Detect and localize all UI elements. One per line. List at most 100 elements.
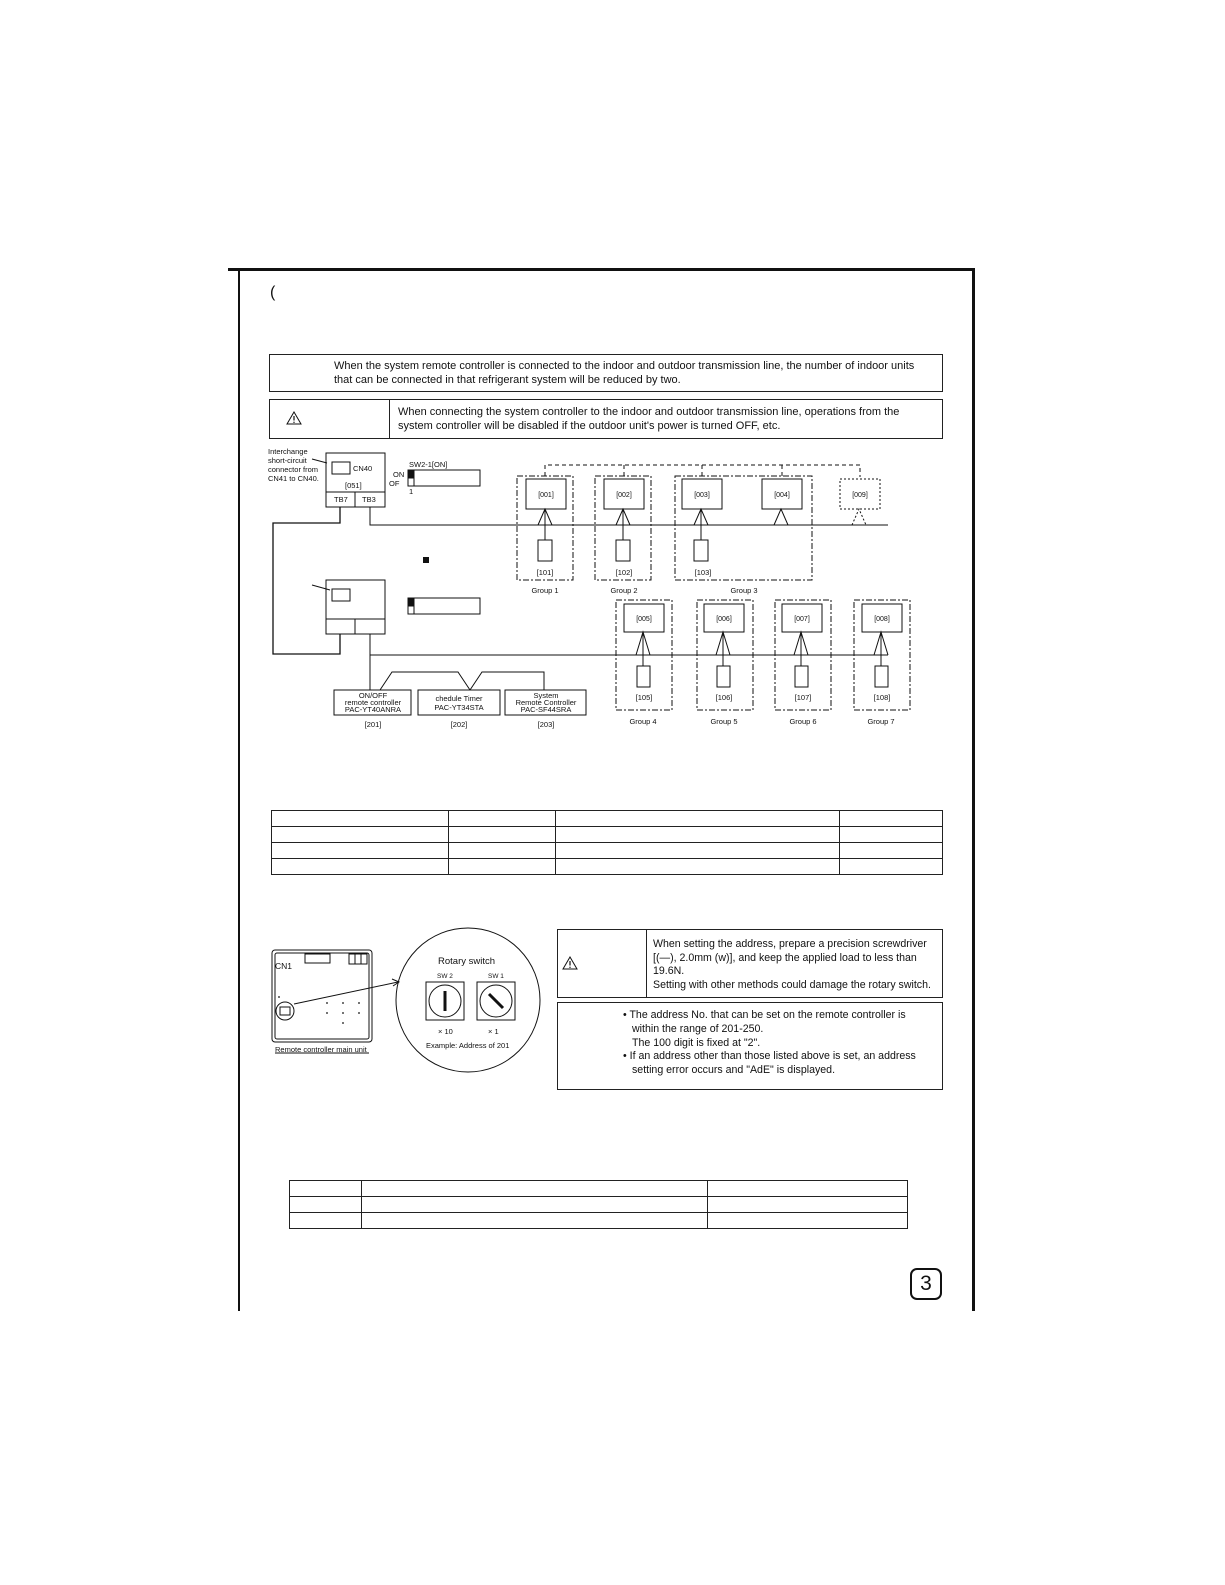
remote-address: [108]: [874, 693, 891, 702]
address-table-2: [289, 1180, 908, 1229]
remote-101: [537, 539, 553, 562]
indoor-unit-address: [005]: [636, 616, 652, 623]
interchange-label: CN41 to CN40.: [268, 474, 319, 483]
indoor-unit-address: [002]: [616, 492, 632, 499]
remote-address: [105]: [636, 693, 653, 702]
frame-left-rule: [238, 268, 240, 1311]
group-label: Group 5: [710, 717, 737, 726]
switch-location-circle: [275, 1001, 295, 1021]
screwdriver-warning-text: When setting the address, prepare a prec…: [653, 938, 931, 991]
group-label: Group 4: [629, 717, 656, 726]
interchange-label: Interchange: [268, 447, 308, 456]
group-label: Group 3: [730, 586, 757, 595]
remote-address: [107]: [795, 693, 812, 702]
controller-model: PAC-YT40ANRA: [345, 705, 401, 714]
group-4-box: [615, 599, 673, 711]
group-label: Group 1: [531, 586, 558, 595]
group-label: Group 2: [610, 586, 637, 595]
divider: [389, 400, 390, 438]
indoor-unit-001: [525, 478, 567, 510]
indoor-unit-003: [681, 478, 723, 510]
indoor-unit-008: [861, 603, 903, 633]
sw2-rotary: [425, 981, 465, 1021]
group-label: Group 6: [789, 717, 816, 726]
divider: [646, 930, 647, 997]
group-2-box: [594, 475, 652, 581]
controller-label: System: [533, 691, 558, 700]
group-3-box: [674, 475, 813, 581]
indoor-unit-address: [007]: [794, 616, 810, 623]
indoor-unit-address: [008]: [874, 616, 890, 623]
address-range-note-box: • The address No. that can be set on the…: [557, 1002, 943, 1090]
indoor-unit-address: [004]: [774, 492, 790, 499]
remote-105: [636, 665, 651, 688]
remote-108: [874, 665, 889, 688]
controller-address: [203]: [538, 720, 555, 729]
indoor-unit-address: [001]: [538, 492, 554, 499]
warning-triangle-icon: [562, 956, 578, 970]
remote-107: [794, 665, 809, 688]
group-5-box: [696, 599, 754, 711]
group-1-box: [516, 475, 574, 581]
rotary-switch-title: Rotary switch: [438, 956, 495, 967]
screwdriver-warning-box: When setting the address, prepare a prec…: [557, 929, 943, 998]
remote-103: [693, 539, 709, 562]
cn40-label: CN40: [353, 464, 372, 473]
capacity-note-box: When the system remote controller is con…: [269, 354, 943, 392]
onoff-remote-controller: [333, 689, 412, 716]
x10-label: × 10: [438, 1027, 453, 1036]
controller-address: [201]: [365, 720, 382, 729]
controller-model: PAC-SF44SRA: [521, 705, 572, 714]
cn40-connector: [331, 461, 351, 475]
indoor-unit-address: [003]: [694, 492, 710, 499]
controller-label: Remote Controller: [516, 698, 577, 707]
remote-102: [615, 539, 631, 562]
bullet-marker: [423, 557, 429, 563]
controller-label: chedule Timer: [435, 694, 483, 703]
schedule-timer: [417, 689, 501, 716]
outdoor-address: [051]: [345, 481, 362, 490]
remote-106: [716, 665, 731, 688]
remote-address: [101]: [537, 568, 554, 577]
switch-off-label: OF: [389, 479, 400, 488]
indoor-unit-005: [623, 603, 665, 633]
remote-address: [106]: [716, 693, 733, 702]
address-table-1: [271, 810, 943, 875]
indoor-unit-006: [703, 603, 745, 633]
cn1-label: CN1: [275, 961, 292, 971]
section-heading-fragment: (: [270, 284, 276, 301]
interchange-label: short-circuit: [268, 456, 308, 465]
connector: [331, 588, 351, 602]
sw2-label: SW 2: [437, 973, 453, 980]
remote-address: [103]: [695, 568, 712, 577]
page-number: 3: [910, 1268, 942, 1300]
group-7-box: [853, 599, 911, 711]
caution-note-text: When connecting the system controller to…: [398, 406, 900, 432]
interchange-label: connector from: [268, 465, 318, 474]
address-range-note-text: • The address No. that can be set on the…: [623, 1009, 916, 1077]
controller-label: ON/OFF: [359, 691, 388, 700]
sw1-label: SW 1: [488, 973, 504, 980]
controller-label: remote controller: [345, 698, 402, 707]
indoor-unit-address: [006]: [716, 616, 732, 623]
switch-on-label: ON: [393, 470, 404, 479]
switch-label: SW2-1[ON]: [409, 460, 447, 469]
example-label: Example: Address of 201: [426, 1041, 509, 1050]
sw1-rotary: [476, 981, 516, 1021]
main-unit-label: Remote controller main unit: [275, 1045, 368, 1054]
group-6-box: [774, 599, 832, 711]
tb7-label: TB7: [334, 495, 348, 504]
capacity-note-text: When the system remote controller is con…: [334, 360, 915, 386]
indoor-unit-007: [781, 603, 823, 633]
rotary-switch-zoom-circle: [395, 927, 541, 1073]
indoor-unit-002: [603, 478, 645, 510]
controller-model: PAC-YT34STA: [434, 703, 483, 712]
frame-top-rule: [228, 268, 975, 271]
x1-label: × 1: [488, 1027, 499, 1036]
tb3-label: TB3: [362, 495, 376, 504]
indoor-unit-address: [009]: [852, 492, 868, 499]
indoor-unit-009: [839, 478, 881, 510]
warning-triangle-icon: [286, 411, 302, 425]
